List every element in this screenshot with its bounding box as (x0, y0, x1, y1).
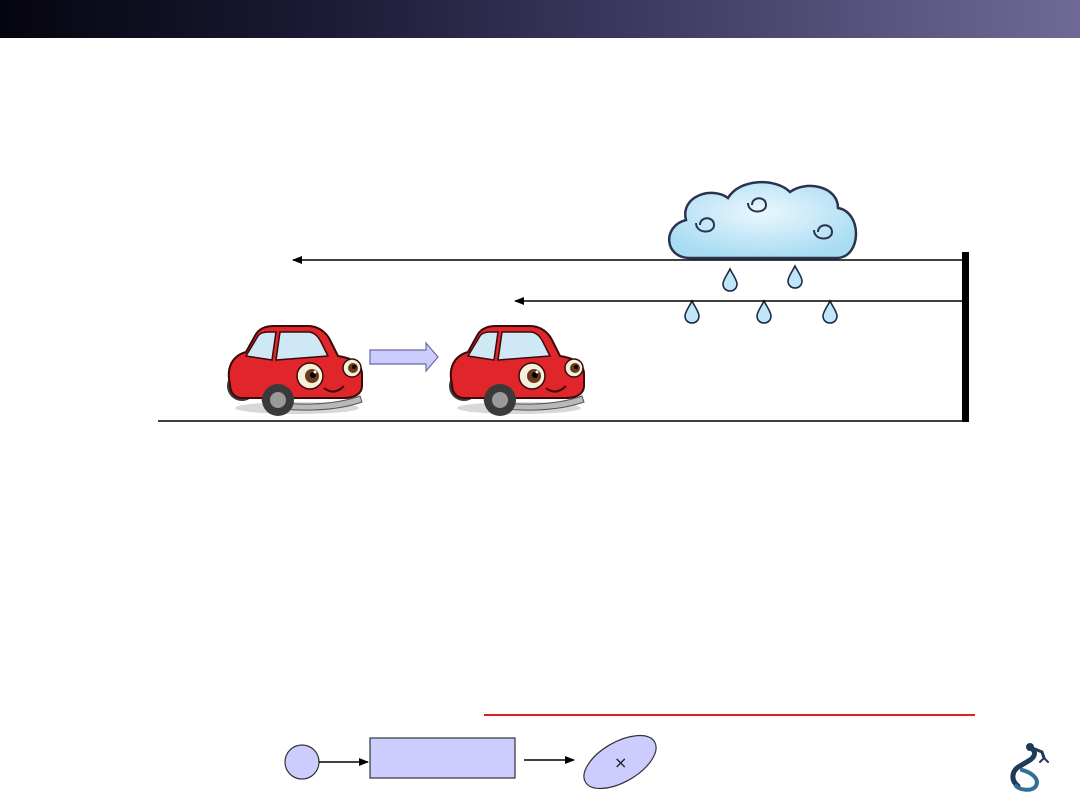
motion-block-arrow (369, 341, 439, 373)
robot-arm-logo-icon (1010, 743, 1049, 792)
car-icon (448, 325, 585, 417)
raindrop-icon (822, 300, 838, 324)
cloud-icon (668, 180, 858, 260)
input-circle (284, 744, 320, 780)
raindrop-icon (756, 300, 772, 324)
ellipse-symbol: × (614, 753, 627, 772)
header-bar (0, 0, 1080, 38)
output-ellipse (583, 734, 657, 790)
wall (962, 252, 969, 422)
raindrop-icon (684, 300, 700, 324)
raindrop-icon (787, 265, 803, 289)
car-icon (226, 325, 363, 417)
process-box (369, 737, 516, 779)
raindrop-icon (722, 268, 738, 292)
